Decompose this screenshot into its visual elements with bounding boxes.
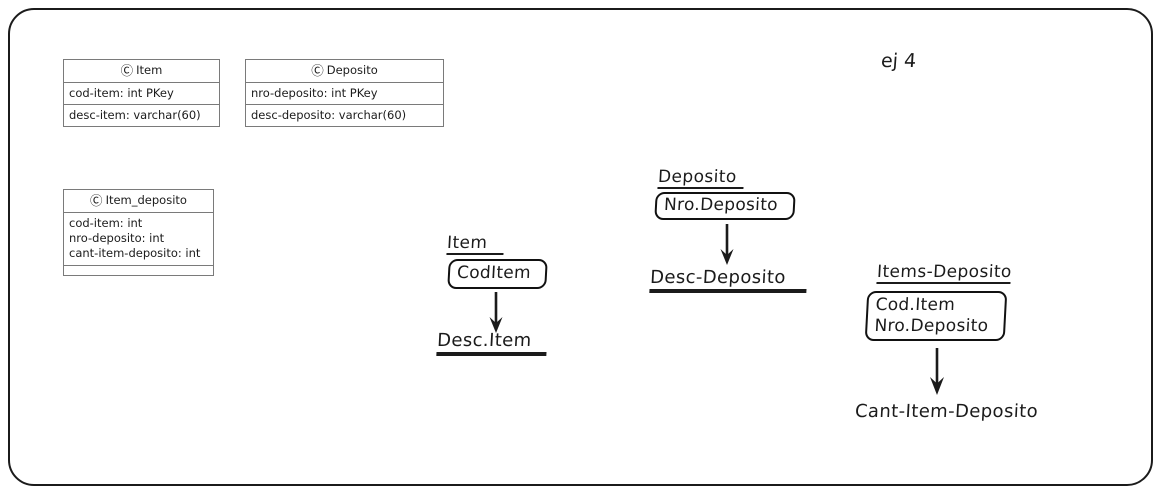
fd-group-items-deposito-key-0: Cod.Item — [875, 294, 956, 315]
uml-class-deposito-name: Deposito — [326, 63, 378, 77]
fd-group-deposito-target: Desc-Deposito — [649, 267, 807, 293]
fd-group-item-title-text: Item — [446, 233, 488, 253]
fd-group-item-arrow — [489, 292, 503, 333]
slide-frame-border — [8, 8, 1153, 486]
fd-group-deposito-title-underline — [657, 187, 744, 189]
fd-group-items-deposito-title: Items-Deposito — [876, 262, 1012, 284]
fd-group-deposito-title-text: Deposito — [657, 167, 738, 187]
fd-group-items-deposito-target: Cant-Item-Deposito — [854, 401, 1038, 422]
uml-class-item-name: Item — [136, 63, 163, 77]
fd-group-item-target-text: Desc.Item — [436, 330, 533, 351]
fd-group-item-target-underline — [436, 352, 547, 356]
uml-class-item-deposito-attributes: cod-item: int nro-deposito: int cant-ite… — [64, 213, 213, 266]
fd-group-item-key-0: CodItem — [456, 263, 532, 283]
fd-group-item-title-underline — [446, 253, 504, 255]
fd-group-deposito-keybox[interactable]: Nro.Deposito — [654, 192, 796, 220]
fd-group-deposito-target-underline — [649, 289, 807, 293]
circled-c-icon: Ⓒ — [120, 63, 134, 78]
fd-group-items-deposito-keybox[interactable]: Cod.Item Nro.Deposito — [864, 291, 1008, 341]
uml-class-item-deposito-operations — [64, 266, 213, 275]
uml-class-deposito-row-0: nro-deposito: int PKey — [246, 83, 443, 105]
fd-group-items-deposito-target-text: Cant-Item-Deposito — [854, 401, 1039, 422]
fd-group-deposito-title: Deposito — [657, 167, 744, 189]
circled-c-icon: Ⓒ — [311, 63, 324, 78]
circled-c-icon: Ⓒ — [90, 193, 103, 208]
fd-group-deposito-key-0: Nro.Deposito — [663, 195, 779, 215]
fd-group-item-target: Desc.Item — [436, 330, 547, 356]
uml-class-item-row-1: desc-item: varchar(60) — [69, 108, 201, 122]
fd-group-items-deposito-title-underline — [876, 282, 1011, 284]
uml-class-item-deposito-name: Item_deposito — [105, 193, 187, 207]
uml-attribute-cod-item: cod-item: int — [69, 216, 143, 230]
fd-group-item-keybox[interactable]: CodItem — [447, 259, 548, 289]
fd-group-items-deposito-key-1: Nro.Deposito — [873, 315, 989, 336]
uml-class-item-row-0: cod-item: int PKey — [64, 83, 219, 105]
note-ej-4: ej 4 — [880, 50, 917, 72]
uml-class-deposito-row-1: desc-deposito: varchar(60) — [251, 108, 407, 122]
fd-group-items-deposito-title-text: Items-Deposito — [876, 262, 1013, 282]
fd-group-items-deposito-arrow — [930, 348, 944, 395]
fd-group-deposito-arrow — [720, 224, 734, 265]
uml-attribute-cant-item-deposito: cant-item-deposito: int — [69, 246, 201, 260]
fd-group-item-title: Item — [446, 233, 504, 255]
fd-group-deposito-target-text: Desc-Deposito — [649, 267, 787, 288]
uml-attribute-nro-deposito: nro-deposito: int — [69, 231, 165, 245]
